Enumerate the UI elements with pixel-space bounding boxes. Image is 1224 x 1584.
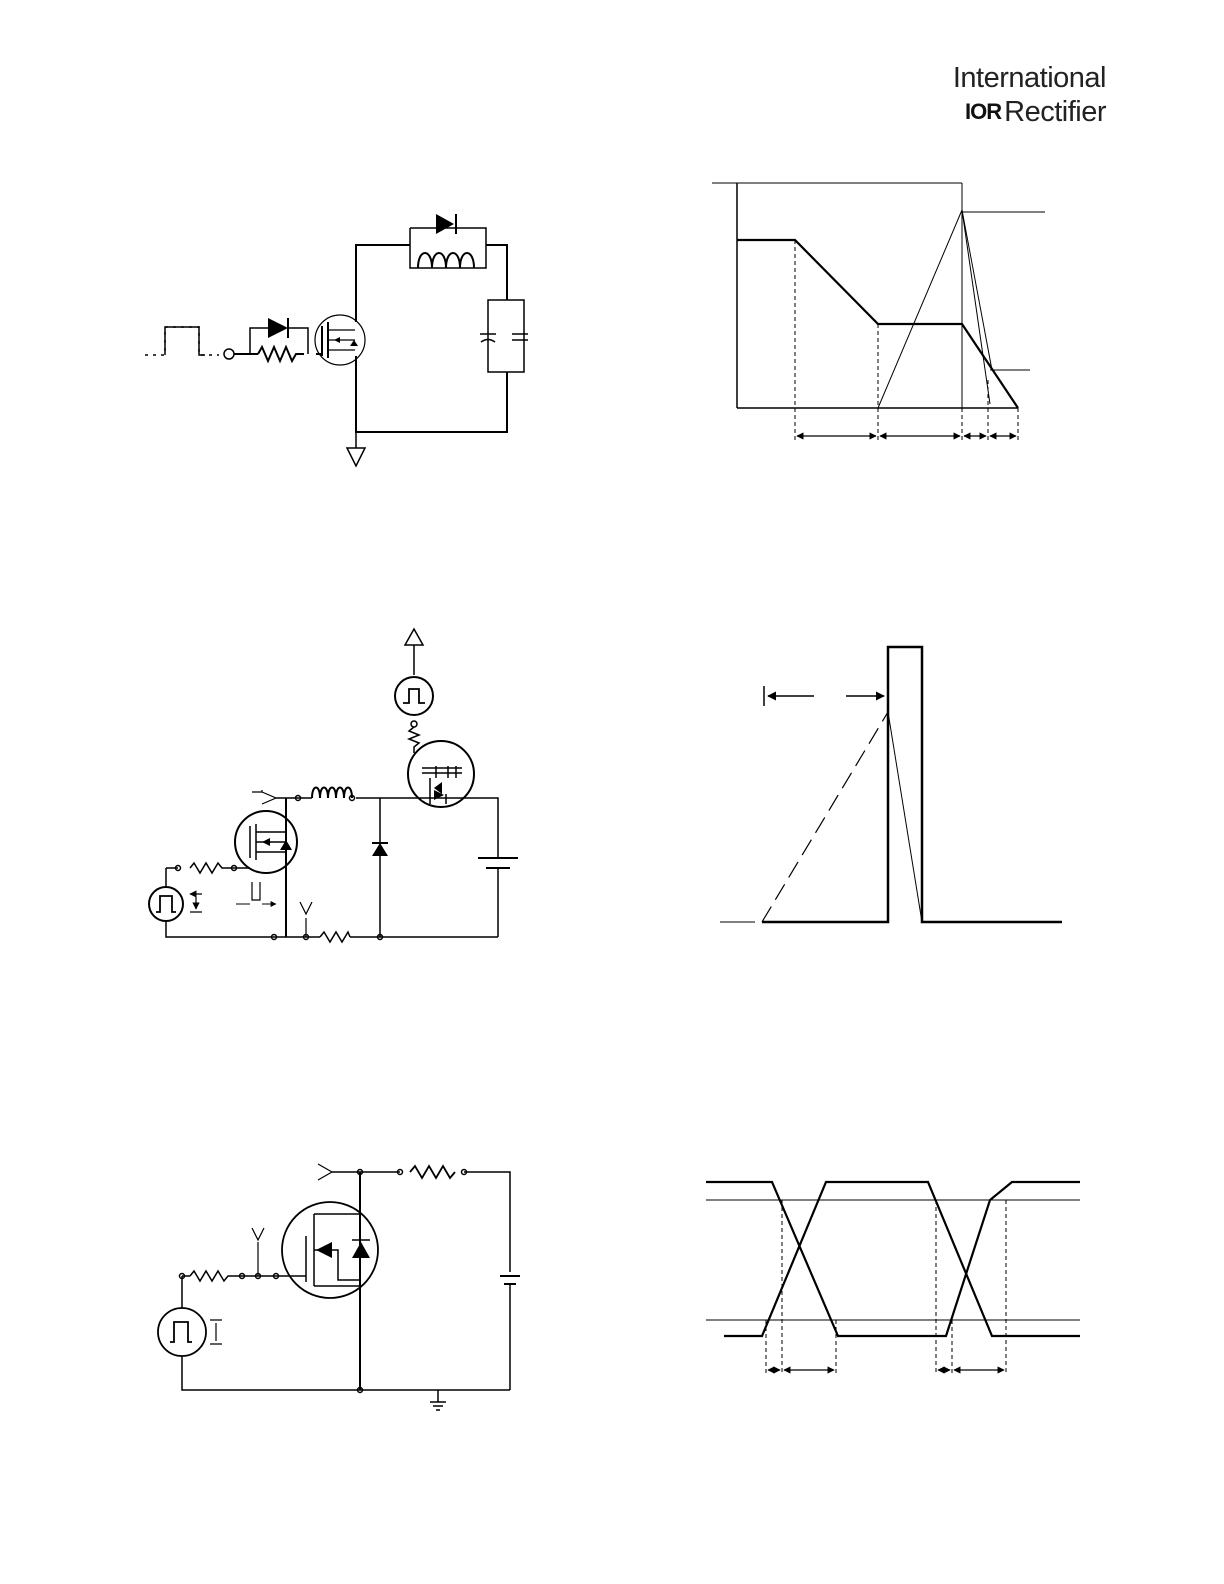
current-trace bbox=[877, 208, 991, 409]
mosfet-symbol bbox=[314, 314, 366, 366]
bulk-capacitor-box bbox=[487, 299, 525, 373]
gate-charge-test-circuit bbox=[148, 627, 518, 944]
input-pulse-dashed bbox=[145, 326, 219, 356]
freewheel-diode bbox=[436, 214, 454, 234]
switching-time-test-circuit bbox=[157, 1163, 520, 1411]
pulse-generator bbox=[157, 1307, 207, 1357]
vgs-waveform bbox=[724, 1180, 1080, 1338]
supply-terminal bbox=[403, 627, 425, 675]
logo-word: Rectifier bbox=[1004, 96, 1106, 128]
switching-mosfet bbox=[281, 1201, 379, 1299]
input-terminal bbox=[223, 348, 235, 360]
inductor bbox=[417, 252, 475, 269]
ground-symbol bbox=[345, 432, 367, 468]
load-inductor bbox=[311, 786, 353, 799]
gate-resistor bbox=[234, 344, 304, 364]
battery bbox=[478, 857, 518, 869]
unclamped-inductive-test-circuit bbox=[145, 214, 528, 468]
load-resistor bbox=[409, 1164, 456, 1180]
dut-mosfet bbox=[234, 810, 298, 874]
supply-battery bbox=[500, 1275, 520, 1285]
gate-pulse-source bbox=[148, 886, 184, 922]
input-pulse-icon bbox=[164, 326, 205, 356]
clamp-diode bbox=[372, 843, 388, 856]
gate-diode bbox=[268, 318, 288, 338]
current-ramp bbox=[761, 711, 889, 923]
logo-mark: IOR bbox=[965, 99, 1002, 124]
logo-line-1: International bbox=[952, 62, 1107, 94]
upper-mosfet bbox=[407, 740, 475, 808]
vds-waveform bbox=[706, 1180, 1080, 1338]
ground-symbol-2 bbox=[430, 1390, 446, 1411]
gate-charge-waveform bbox=[720, 645, 1062, 924]
sense-resistor bbox=[319, 930, 351, 944]
switching-time-waveform bbox=[706, 1180, 1080, 1374]
pulse-trace bbox=[762, 645, 1062, 924]
pulse-source-top bbox=[394, 676, 434, 716]
unclamped-inductive-waveform bbox=[712, 182, 1045, 440]
